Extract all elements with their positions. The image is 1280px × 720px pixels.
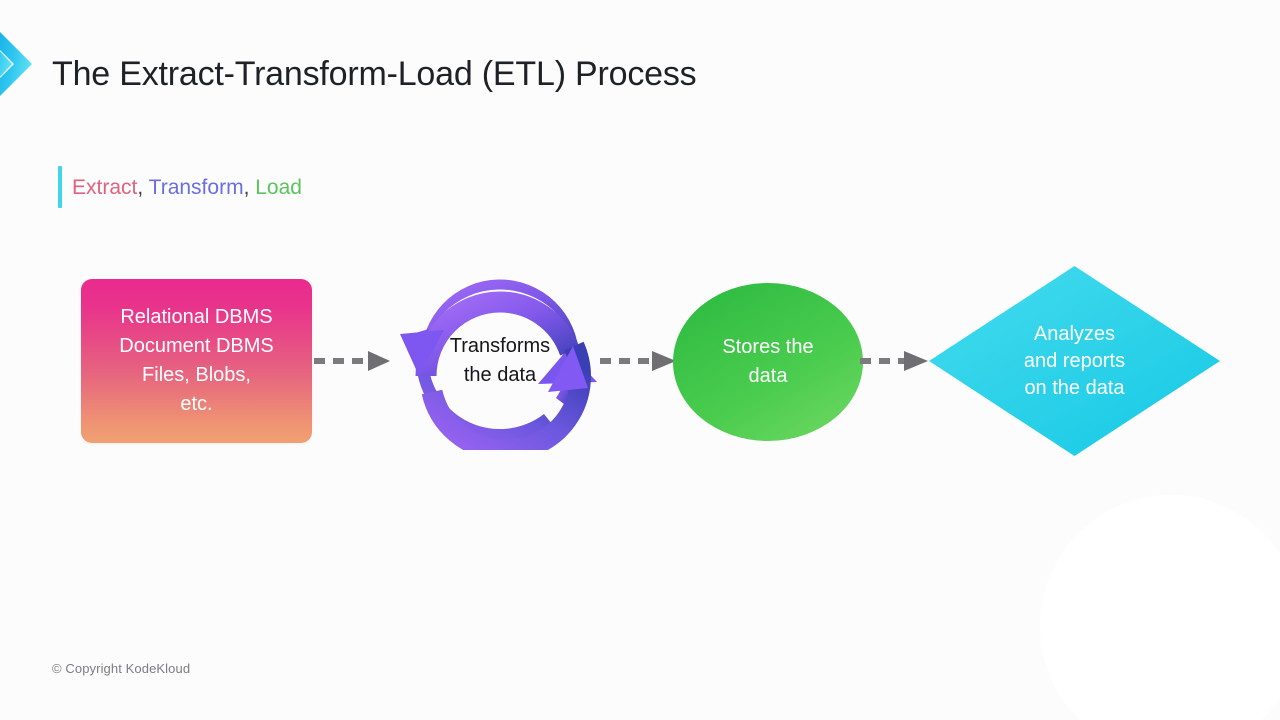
subtitle-load: Load: [255, 175, 302, 199]
subtitle-separator-2: ,: [243, 175, 256, 199]
flow-stage-source: Relational DBMS Document DBMS Files, Blo…: [81, 279, 312, 443]
subtitle-extract: Extract: [72, 175, 138, 199]
flow-stage-transform: Transforms the data: [392, 272, 608, 450]
page-title: The Extract-Transform-Load (ETL) Process: [52, 55, 697, 93]
chevron-right-icon: [0, 28, 42, 104]
flow-stage-analyze: Analyzes and reports on the data: [929, 266, 1220, 456]
watermark-circle: [1040, 495, 1280, 720]
subtitle-transform: Transform: [148, 175, 244, 199]
flow-stage-store-label: Stores the data: [722, 336, 814, 387]
cycle-arrows-icon: [400, 279, 597, 450]
subtitle-row: Extract, Transform, Load: [58, 166, 302, 208]
connector-store-to-analyze: [860, 349, 930, 373]
connector-source-to-transform: [314, 349, 392, 373]
flow-stage-source-label: Relational DBMS Document DBMS Files, Blo…: [119, 306, 274, 415]
footer-copyright: © Copyright KodeKloud: [52, 661, 191, 676]
accent-bar: [58, 166, 62, 208]
subtitle-text: Extract, Transform, Load: [72, 177, 302, 198]
subtitle-separator-1: ,: [137, 175, 149, 199]
connector-transform-to-store: [600, 349, 678, 373]
flow-stage-store: Stores the data: [673, 283, 863, 441]
